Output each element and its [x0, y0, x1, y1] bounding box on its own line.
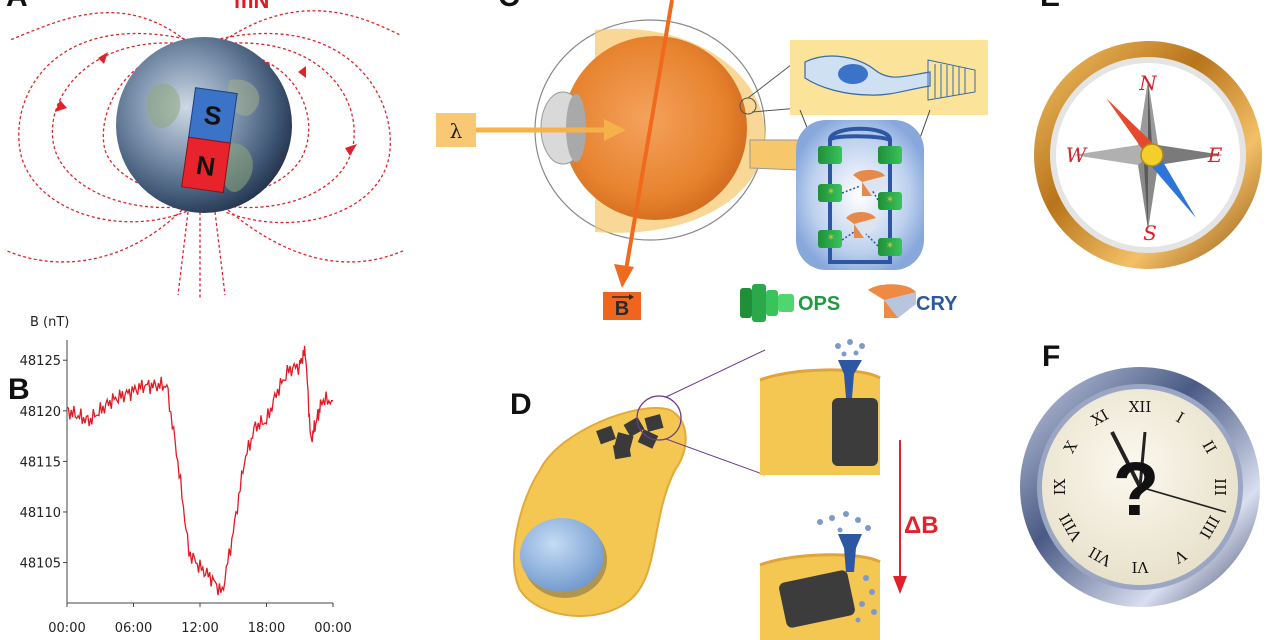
magnet-south-label: S [202, 99, 223, 131]
field-label: B [615, 298, 629, 320]
panel-letter-b: B [8, 373, 30, 406]
bar-magnet: S N [181, 87, 238, 194]
light-arrow: λ [436, 113, 626, 147]
magnetite-crystals [596, 414, 664, 460]
compass: N E S W [1034, 41, 1262, 269]
clock-numeral: III [1211, 478, 1229, 496]
compass-west: W [1066, 143, 1088, 167]
svg-text:*: * [828, 186, 834, 200]
light-label-box [436, 113, 476, 147]
eye-globe [563, 36, 747, 220]
legend-cry-label: CRY [916, 293, 958, 315]
panel-d: D [510, 339, 939, 640]
compass-rose [1073, 80, 1223, 230]
panel-a-top-label: mN [234, 0, 269, 13]
panel-b: B B (nT) 48105 48110 48115 48120 48125 00:00 0… [8, 315, 352, 636]
chart-y-tick-label: 48105 [20, 557, 61, 572]
chart-y-tick-label: 48110 [20, 506, 61, 521]
delta-field-label: ΔB [904, 512, 939, 539]
clock-question-mark: ? [1113, 447, 1159, 532]
svg-text:*: * [828, 232, 834, 246]
panel-c: C λ B [436, 0, 988, 322]
chart-series-line [66, 345, 333, 596]
chart-y-tick-label: 48115 [20, 455, 61, 470]
clock-numeral: VI [1132, 558, 1150, 576]
panel-letter-a: A [6, 0, 28, 13]
chart-x-tick-label: 00:00 [314, 621, 351, 636]
panel-letter-e: E [1040, 0, 1060, 13]
chart-y-tick-label: 48125 [20, 354, 61, 369]
chart-ylabel: B (nT) [30, 315, 69, 330]
clock-numeral: IX [1051, 478, 1069, 495]
compass-needle-north [1106, 98, 1160, 160]
ops-proteins [818, 146, 902, 256]
magnet-north-label: N [194, 150, 217, 182]
compass-needle-south [1146, 150, 1196, 218]
cell-nucleus [520, 518, 604, 592]
chart-x-tick-label: 00:00 [48, 621, 85, 636]
photoreceptor-cell [790, 40, 988, 181]
field-arrowheads [55, 52, 357, 156]
panel-letter-c: C [498, 0, 520, 13]
clock-second-hand [1138, 431, 1147, 488]
compass-south: S [1143, 221, 1157, 245]
zoom-inset-bottom [759, 511, 881, 640]
svg-text:*: * [887, 194, 893, 208]
compass-east: E [1207, 143, 1223, 167]
clock-minute-hand [1139, 486, 1227, 513]
chart-area: 48105 48110 48115 48120 48125 00:00 06:00 12:00… [20, 340, 352, 636]
panel-letter-d: D [510, 388, 532, 421]
cell-body [512, 349, 766, 617]
clock-numeral: XII [1129, 398, 1152, 416]
panel-letter-f: F [1042, 340, 1060, 373]
legend-ops-label: OPS [798, 293, 840, 315]
light-label: λ [450, 119, 463, 143]
svg-text:*: * [887, 240, 893, 254]
zoom-inset-top [759, 339, 881, 475]
clock-numeral: XI [1088, 406, 1111, 430]
legend-ops-icon [740, 284, 794, 322]
chart-x-tick-label: 12:00 [181, 621, 218, 636]
chart-x-tick-label: 18:00 [248, 621, 285, 636]
compass-pivot [1140, 143, 1164, 167]
compass-north: N [1138, 71, 1158, 95]
chart-x-tick-label: 06:00 [115, 621, 152, 636]
field-vector-arrow: B [603, 0, 674, 320]
panel-a: A mN S [4, 0, 406, 300]
cry-proteins [846, 169, 885, 238]
membrane-disc: * * * * [796, 120, 924, 270]
legend-cry-icon [868, 284, 916, 318]
clock-hour-hand [1110, 431, 1142, 488]
delta-field-arrow: ΔB [893, 440, 939, 594]
legend: OPS CRY [740, 284, 958, 322]
panel-e: E N E S W [1034, 0, 1262, 269]
chart-y-tick-label: 48120 [20, 405, 61, 420]
